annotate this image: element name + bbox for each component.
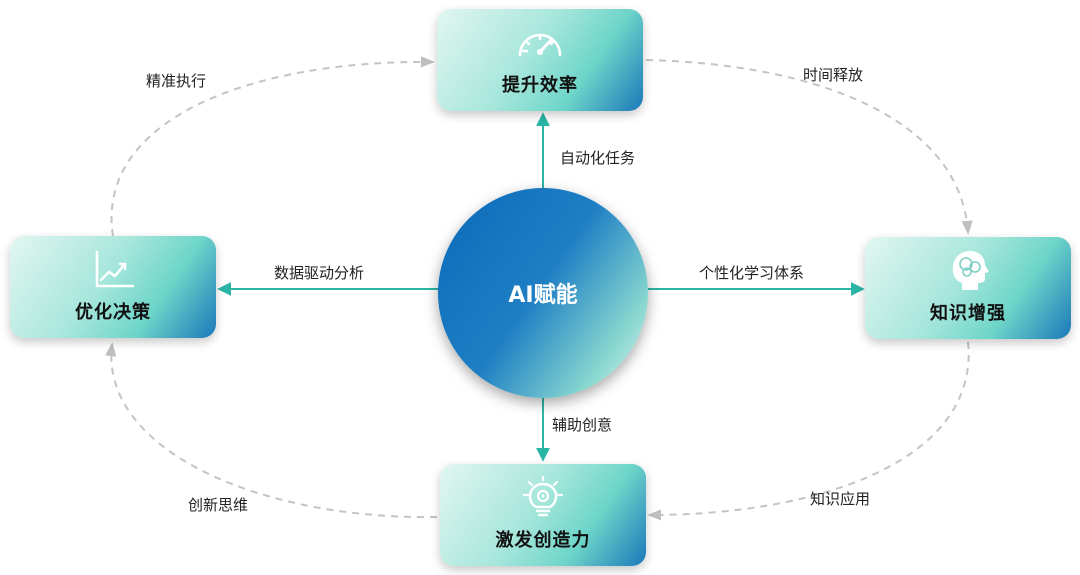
dashed-arc-top-left: [110, 56, 435, 237]
center-ai-circle: AI赋能: [438, 188, 648, 398]
node-title: 优化决策: [75, 302, 151, 323]
lightbulb-gear-icon: [522, 476, 564, 517]
node-title: 激发创造力: [495, 530, 591, 551]
line-chart-icon: [95, 250, 135, 288]
node-optimize-decision: 优化决策: [10, 236, 216, 338]
dashed-arc-bottom-left: [105, 342, 438, 519]
node-inspire-creativity: 激发创造力: [440, 464, 646, 566]
cycle-label-top-right: 时间释放: [803, 66, 864, 84]
cycle-label-bottom-right: 知识应用: [810, 490, 871, 508]
node-title: 提升效率: [502, 75, 578, 96]
speedometer-icon: [518, 33, 562, 57]
brain-head-icon: [952, 251, 989, 290]
node-knowledge-enhance: 知识增强: [865, 237, 1071, 339]
arrow-label-down: 辅助创意: [552, 416, 613, 434]
node-improve-efficiency: 提升效率: [437, 9, 643, 111]
node-title: 知识增强: [930, 303, 1006, 324]
dashed-arc-bottom-right: [647, 341, 970, 521]
arrow-label-right: 个性化学习体系: [699, 264, 805, 282]
arrow-label-up: 自动化任务: [560, 149, 636, 167]
dashed-arc-top-right: [645, 59, 973, 235]
arrow-label-left: 数据驱动分析: [274, 264, 365, 282]
cycle-label-top-left: 精准执行: [146, 72, 207, 90]
center-label: AI赋能: [508, 283, 578, 308]
cycle-label-bottom-left: 创新思维: [188, 496, 249, 514]
